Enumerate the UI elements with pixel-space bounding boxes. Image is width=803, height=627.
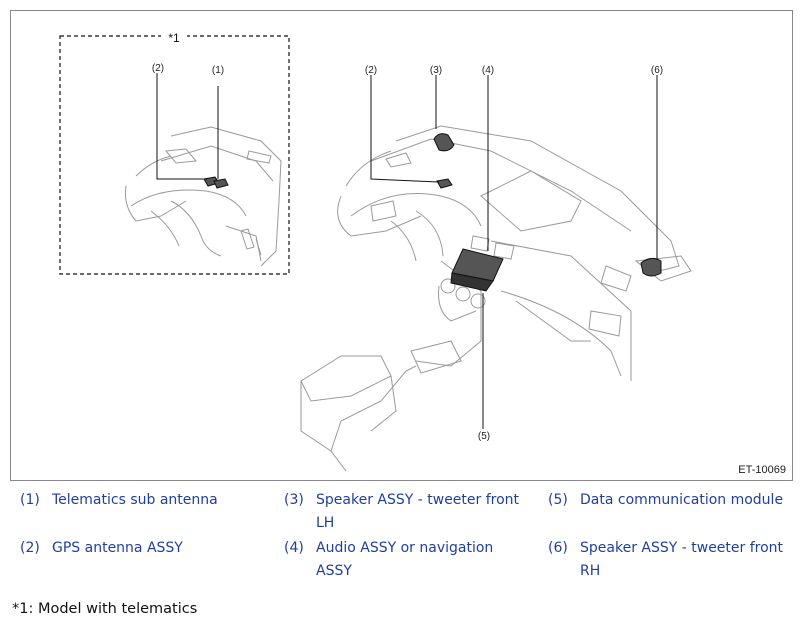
- legend-num: (4): [284, 540, 304, 556]
- legend-num: (2): [20, 540, 40, 556]
- legend-num: (3): [284, 492, 304, 508]
- callout-main-6: (6): [651, 65, 663, 76]
- dashboard-illustration: (2) (1) (2) (3) (4) (6) (5) *1: [59, 30, 692, 472]
- callout-main-5: (5): [478, 431, 490, 442]
- inset-box: [59, 35, 290, 275]
- legend-num: (5): [548, 492, 568, 508]
- data-communication-module: [450, 272, 494, 292]
- callout-inset-2: (2): [152, 63, 164, 74]
- legend-text: GPS antenna ASSY: [52, 540, 183, 556]
- legend-text: Telematics sub antenna: [52, 492, 218, 508]
- inset-dashboard-sketch: [125, 126, 282, 267]
- main-leader-2: [370, 75, 440, 183]
- main-dashboard-sketch: [300, 125, 692, 472]
- callout-main-3: (3): [430, 65, 442, 76]
- figure-id: ET-10069: [738, 464, 786, 476]
- inset-leader-2: [156, 73, 207, 180]
- footnote: *1: Model with telematics: [12, 601, 198, 617]
- legend-text: Audio ASSY or navigation ASSY: [316, 540, 494, 579]
- callout-inset-1: (1): [212, 65, 224, 76]
- tweeter-front-lh: [433, 133, 455, 152]
- callout-main-4: (4): [482, 65, 494, 76]
- inset-label: *1: [168, 31, 180, 45]
- inset-telematics-sub-antenna: [213, 178, 229, 189]
- tweeter-front-rh: [640, 257, 662, 277]
- legend: (1) Telematics sub antenna (2) GPS anten…: [14, 486, 794, 586]
- legend-text: Speaker ASSY - tweeter front LH: [316, 492, 520, 531]
- callout-main-2: (2): [365, 65, 377, 76]
- legend-num: (6): [548, 540, 568, 556]
- legend-text: Data communication module: [580, 492, 784, 508]
- gps-antenna-assy: [436, 178, 453, 189]
- legend-text: Speaker ASSY - tweeter front RH: [580, 540, 784, 579]
- diagram-figure: (2) (1) (2) (3) (4) (6) (5) *1 ET-10069: [10, 10, 793, 481]
- legend-num: (1): [20, 492, 40, 508]
